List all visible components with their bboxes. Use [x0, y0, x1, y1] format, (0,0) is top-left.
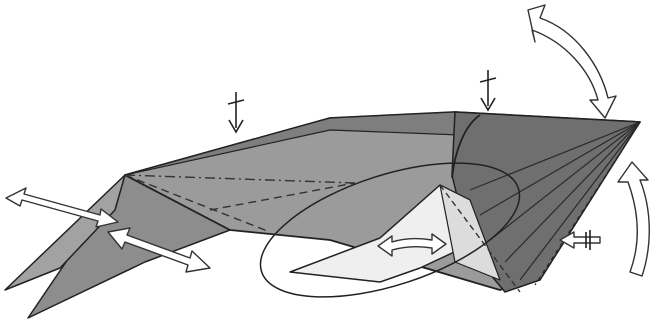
- curved-fold-arrow-top-right-icon: [528, 5, 616, 118]
- push-here-marker-left-icon: [228, 92, 244, 132]
- push-here-marker-top-icon: [480, 70, 496, 110]
- curved-fold-arrow-right-icon: [618, 162, 649, 276]
